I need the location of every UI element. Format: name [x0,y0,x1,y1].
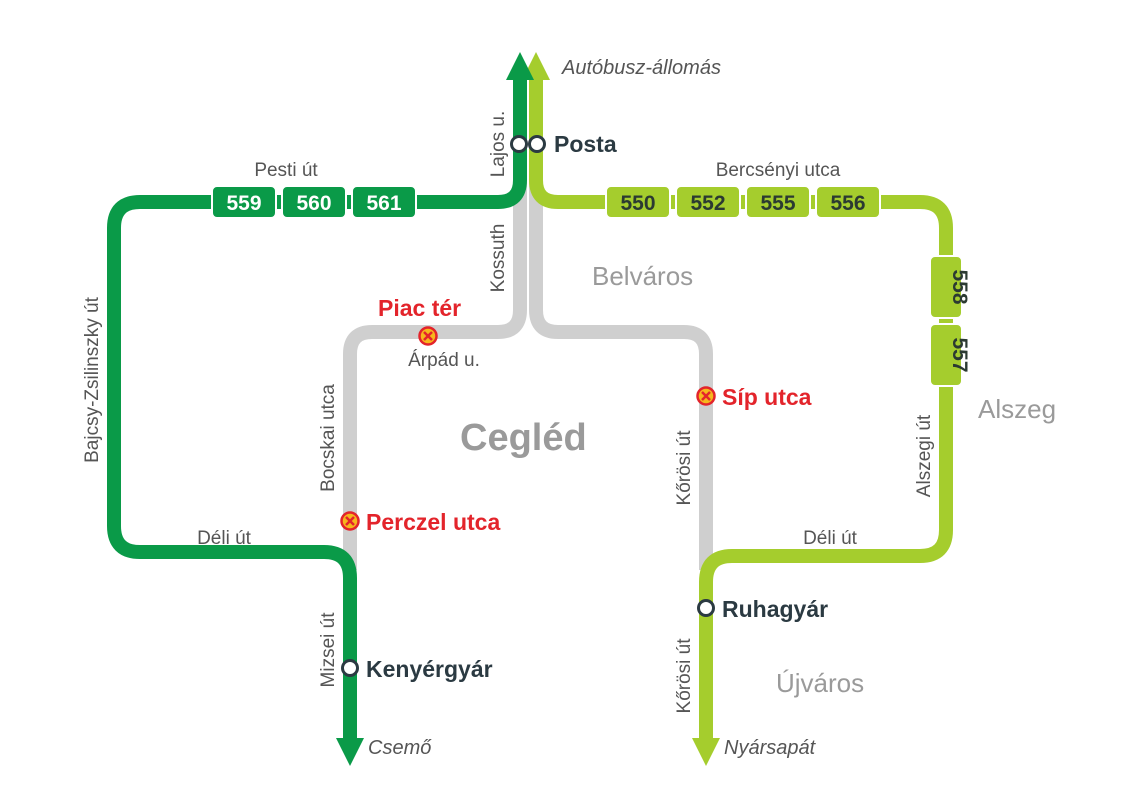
district-label-alszeg: Alszeg [978,394,1056,424]
route-badge-557: 557 [929,323,971,387]
district-label-ujvaros: Újváros [776,668,864,698]
district-label-belvaros: Belváros [592,261,693,291]
dark-green-route [107,80,527,740]
ruhagyar-stop-marker [697,599,715,617]
stop-label-posta: Posta [554,131,617,157]
bus-station-arrow-dark [506,52,534,80]
perczel-utca-closed-icon [340,511,360,531]
street-label-deli-ut-west: Déli út [197,528,252,549]
street-label-korosi-ut-north: Kőrösi út [674,430,695,506]
csemo-arrow [336,738,364,766]
piac-ter-closed-icon [418,326,438,346]
svg-text:552: 552 [690,192,725,215]
posta-stop-marker-west [510,135,528,153]
closed-stops [340,326,716,531]
destination-bus-station: Autóbusz-állomás [561,57,721,79]
grey-line-east [529,150,713,570]
svg-text:559: 559 [226,192,261,215]
svg-text:558: 558 [948,269,971,304]
kenyergyar-stop-marker [341,659,359,677]
sip-utca-closed-icon [696,386,716,406]
svg-text:550: 550 [620,192,655,215]
posta-stop-marker-east [528,135,546,153]
east-route-badges: 550 552 555 556 558 557 [605,185,971,387]
closed-stop-label-perczel-utca: Perczel utca [366,509,500,535]
street-label-kossuth: Kossuth [488,224,509,293]
stop-label-kenyergyar: Kenyérgyár [366,656,493,682]
svg-text:557: 557 [948,337,971,372]
street-label-korosi-ut-south: Kőrösi út [674,638,695,714]
street-label-arpad-u: Árpád u. [408,350,480,371]
svg-text:556: 556 [830,192,865,215]
destination-nyarsapat: Nyársapát [724,737,817,759]
street-label-lajos-u: Lajos u. [488,111,509,178]
route-badge-556: 556 [815,185,881,219]
street-label-pesti-ut: Pesti út [254,160,318,181]
street-label-bocskai-utca: Bocskai utca [318,384,339,492]
street-label-alszegi-ut: Alszegi út [914,414,935,497]
nyarsapat-arrow [692,738,720,766]
street-label-bajcsy-zsilinszky-ut: Bajcsy-Zsilinszky út [82,296,103,462]
route-badge-560: 560 [281,185,347,219]
destination-csemo: Csemő [368,737,432,759]
closed-stop-label-sip-utca: Síp utca [722,384,812,410]
dark-green-line [107,80,527,740]
route-badge-555: 555 [745,185,811,219]
street-label-bercsenyi-utca: Bercsényi utca [716,160,841,181]
route-badge-559: 559 [211,185,277,219]
street-label-deli-ut-east: Déli út [803,528,858,549]
svg-text:555: 555 [760,192,795,215]
route-badge-558: 558 [929,255,971,319]
route-badge-550: 550 [605,185,671,219]
stops [341,135,715,677]
route-badge-561: 561 [351,185,417,219]
svg-text:560: 560 [296,192,331,215]
stop-label-ruhagyar: Ruhagyár [722,596,828,622]
route-badge-552: 552 [675,185,741,219]
city-label: Cegléd [460,417,587,459]
closed-stop-label-piac-ter: Piac tér [378,295,461,321]
west-route-badges: 559 560 561 [211,185,417,219]
street-label-mizsei-ut: Mizsei út [318,612,339,688]
svg-text:561: 561 [366,192,401,215]
